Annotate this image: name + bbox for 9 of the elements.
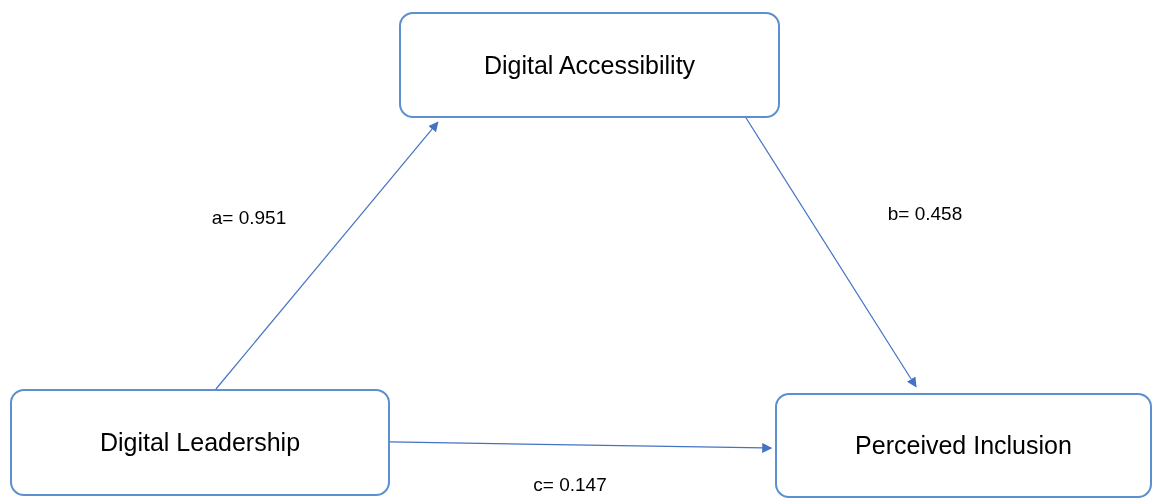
arrow	[745, 117, 917, 388]
rounded-box	[399, 12, 780, 118]
node-label: Perceived Inclusion	[855, 431, 1072, 460]
rounded-box	[10, 389, 390, 496]
rounded-box	[775, 393, 1152, 498]
arrow	[389, 441, 773, 453]
node-label: Digital Accessibility	[483, 50, 696, 80]
arrow	[215, 121, 439, 390]
node-label: Digital Leadership	[99, 428, 301, 457]
